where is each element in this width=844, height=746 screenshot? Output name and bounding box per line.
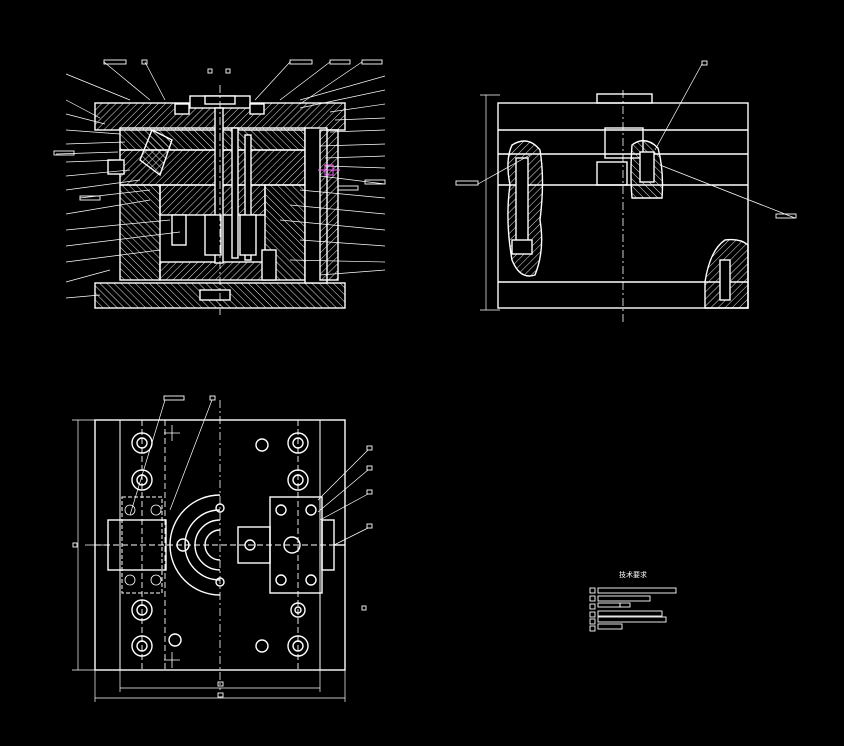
side-section-view: [455, 60, 797, 325]
technical-requirements-notes: [589, 587, 677, 632]
main-section-view: [53, 59, 386, 315]
top-plan-view: [72, 395, 373, 702]
technical-requirements-title: 技术要求: [619, 571, 647, 579]
